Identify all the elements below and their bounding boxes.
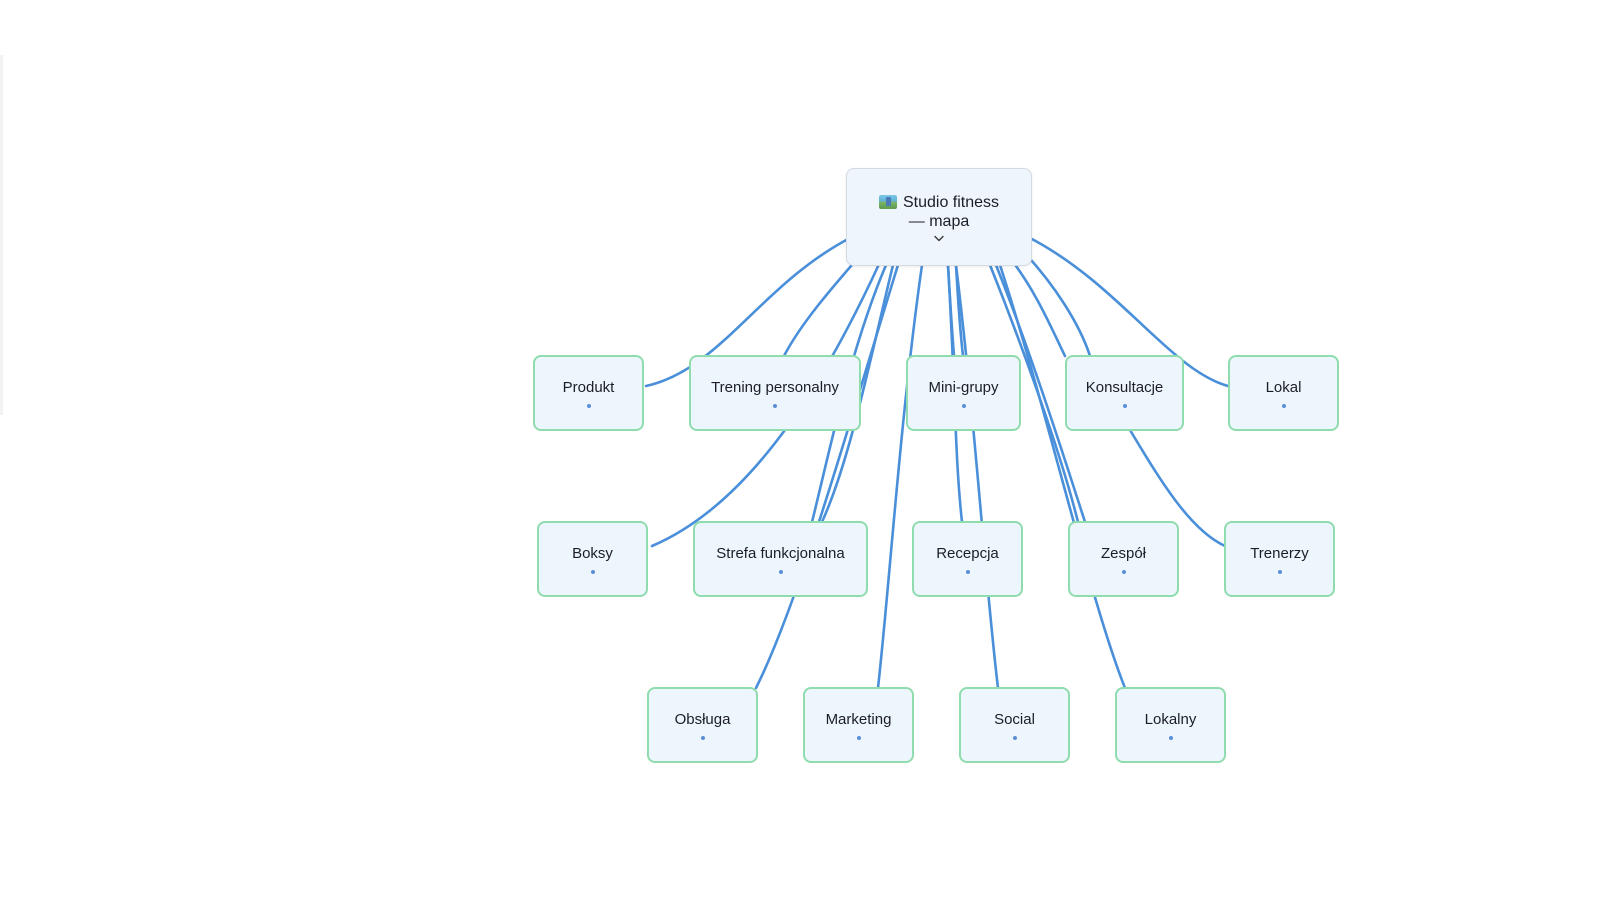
connection-handle[interactable] xyxy=(1168,735,1173,740)
connection-handle[interactable] xyxy=(965,569,970,574)
node-label: Obsługa xyxy=(674,710,731,728)
node-label: Konsultacje xyxy=(1085,378,1164,396)
node-label: Social xyxy=(994,710,1035,728)
node-label: Trening personalny xyxy=(711,378,839,396)
connector-produkt xyxy=(644,236,852,388)
node-label: Recepcja xyxy=(936,544,999,562)
connector-obsluga xyxy=(754,263,900,690)
node-lokalny[interactable]: Lokalny xyxy=(1115,687,1226,763)
connection-handle[interactable] xyxy=(700,735,705,740)
node-konsultacje[interactable]: Konsultacje xyxy=(1065,355,1184,431)
connector-marketing xyxy=(876,263,924,690)
connector-trening-personalny xyxy=(782,256,860,358)
node-label: Produkt xyxy=(562,378,615,396)
connector-social xyxy=(954,263,1000,690)
node-lokal[interactable]: Lokal xyxy=(1228,355,1339,431)
connection-handle[interactable] xyxy=(590,569,595,574)
node-label: Mini-grupy xyxy=(928,378,999,396)
panel-edge xyxy=(0,55,3,415)
node-trenerzy[interactable]: Trenerzy xyxy=(1224,521,1335,597)
connection-handle[interactable] xyxy=(586,403,591,408)
connection-handle[interactable] xyxy=(1012,735,1017,740)
connector-lokal xyxy=(1028,236,1230,388)
connection-handle[interactable] xyxy=(1277,569,1282,574)
connection-handle[interactable] xyxy=(1121,569,1126,574)
node-boksy[interactable]: Boksy xyxy=(537,521,648,597)
node-label: Lokal xyxy=(1265,378,1302,396)
node-mini-grupy[interactable]: Mini-grupy xyxy=(906,355,1021,431)
connector-konsultacje-a xyxy=(1008,256,1067,358)
connection-handle[interactable] xyxy=(778,569,783,574)
root-node[interactable]: Studio fitness — mapa xyxy=(846,168,1032,266)
node-trening-personalny[interactable]: Trening personalny xyxy=(689,355,861,431)
node-obsluga[interactable]: Obsługa xyxy=(647,687,758,763)
node-label: Zespół xyxy=(1100,544,1147,562)
connector-lokalny xyxy=(998,263,1127,690)
node-strefa-funkcjonalna[interactable]: Strefa funkcjonalna xyxy=(693,521,868,597)
connector-trenerzy xyxy=(1128,428,1227,548)
node-produkt[interactable]: Produkt xyxy=(533,355,644,431)
node-label: Lokalny xyxy=(1144,710,1197,728)
world-map-icon xyxy=(878,195,897,209)
connector-konsultacje-b xyxy=(1020,248,1092,358)
node-social[interactable]: Social xyxy=(959,687,1070,763)
node-marketing[interactable]: Marketing xyxy=(803,687,914,763)
connection-handle[interactable] xyxy=(856,735,861,740)
node-zespol[interactable]: Zespół xyxy=(1068,521,1179,597)
node-label: Strefa funkcjonalna xyxy=(716,544,845,562)
connection-handle[interactable] xyxy=(1281,403,1286,408)
root-title: Studio fitness xyxy=(902,193,1000,211)
connection-handle[interactable] xyxy=(1122,403,1127,408)
root-title-line-2: — mapa xyxy=(908,212,970,230)
root-title-line-1: Studio fitness xyxy=(878,193,1000,212)
node-label: Marketing xyxy=(825,710,892,728)
chevron-down-icon[interactable] xyxy=(934,235,944,242)
connection-handle[interactable] xyxy=(773,403,777,408)
node-label: Boksy xyxy=(572,544,613,562)
node-label: Trenerzy xyxy=(1250,544,1309,562)
node-recepcja[interactable]: Recepcja xyxy=(912,521,1023,597)
connector-zespol-b xyxy=(994,263,1087,524)
connection-handle[interactable] xyxy=(961,403,966,408)
